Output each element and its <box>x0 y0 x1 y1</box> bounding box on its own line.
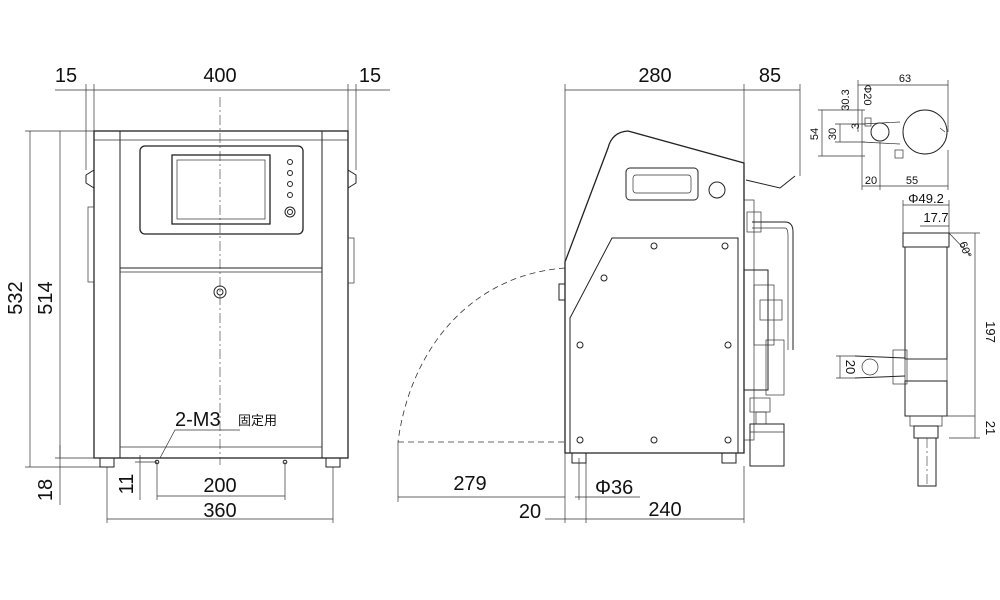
dim-bracket-20: 20 <box>865 175 877 187</box>
carry-handle <box>625 167 699 201</box>
dim-head-21: 21 <box>983 421 998 435</box>
hose <box>752 221 794 350</box>
front-view <box>85 97 357 468</box>
front-dimensions <box>25 84 390 523</box>
dim-front-left-15: 15 <box>55 65 77 87</box>
side-view <box>397 130 796 467</box>
foot <box>99 457 115 468</box>
dim-front-width-400: 400 <box>203 65 236 87</box>
dim-head-20: 20 <box>843 360 858 374</box>
dim-bracket-54: 54 <box>809 128 821 140</box>
dim-front-height-514: 514 <box>35 281 57 314</box>
pump-unit <box>743 269 769 391</box>
dim-bracket-30-3: 30.3 <box>840 89 852 110</box>
right-handle <box>347 169 357 189</box>
print-head-view <box>836 200 980 487</box>
dim-front-foot-18: 18 <box>35 479 57 501</box>
indicator-light <box>287 192 293 198</box>
dim-front-hole-spacing-200: 200 <box>203 475 236 497</box>
dim-front-hole-11: 11 <box>116 474 138 495</box>
dim-bracket-3: 3 <box>850 123 862 129</box>
dim-side-depth-280: 280 <box>638 65 671 87</box>
dim-bracket-30: 30 <box>827 128 839 140</box>
dim-head-17-7: 17.7 <box>923 210 948 225</box>
indicator-light <box>287 170 293 176</box>
side-port <box>708 181 726 199</box>
side-dimensions <box>397 84 801 523</box>
dim-head-phi49-2: Φ49.2 <box>908 191 944 206</box>
side-body-outline <box>564 130 745 454</box>
dim-bracket-phi20: Φ20 <box>861 84 873 105</box>
left-handle <box>85 169 95 189</box>
touch-screen <box>171 154 271 225</box>
door-swing-arc <box>397 267 566 443</box>
dim-front-height-532: 532 <box>5 281 27 314</box>
dim-front-foot-spacing-360: 360 <box>203 500 236 522</box>
mount-note-suffix: 固定用 <box>238 413 277 428</box>
indicator-light <box>287 181 293 187</box>
dim-bracket-63: 63 <box>899 73 911 85</box>
bracket-clamp <box>902 109 948 155</box>
bracket-top-view <box>818 80 949 190</box>
dim-side-rear-20: 20 <box>519 501 541 523</box>
dim-head-60deg: 60° <box>956 240 973 260</box>
key-switch <box>284 206 296 218</box>
dim-side-port-phi36: Φ36 <box>595 477 633 499</box>
indicator-light <box>287 159 293 165</box>
print-head-body <box>904 246 948 360</box>
mount-note: 2-M3 <box>175 409 221 431</box>
filter-bottle <box>749 423 785 467</box>
dim-side-door-279: 279 <box>453 473 486 495</box>
dim-side-foot-spacing-240: 240 <box>648 499 681 521</box>
dim-front-right-15: 15 <box>359 65 381 87</box>
bracket-hole <box>870 122 890 142</box>
dim-bracket-55: 55 <box>906 175 918 187</box>
dim-head-197: 197 <box>983 321 998 343</box>
dim-side-overhang-85: 85 <box>759 65 781 87</box>
foot <box>325 457 341 468</box>
